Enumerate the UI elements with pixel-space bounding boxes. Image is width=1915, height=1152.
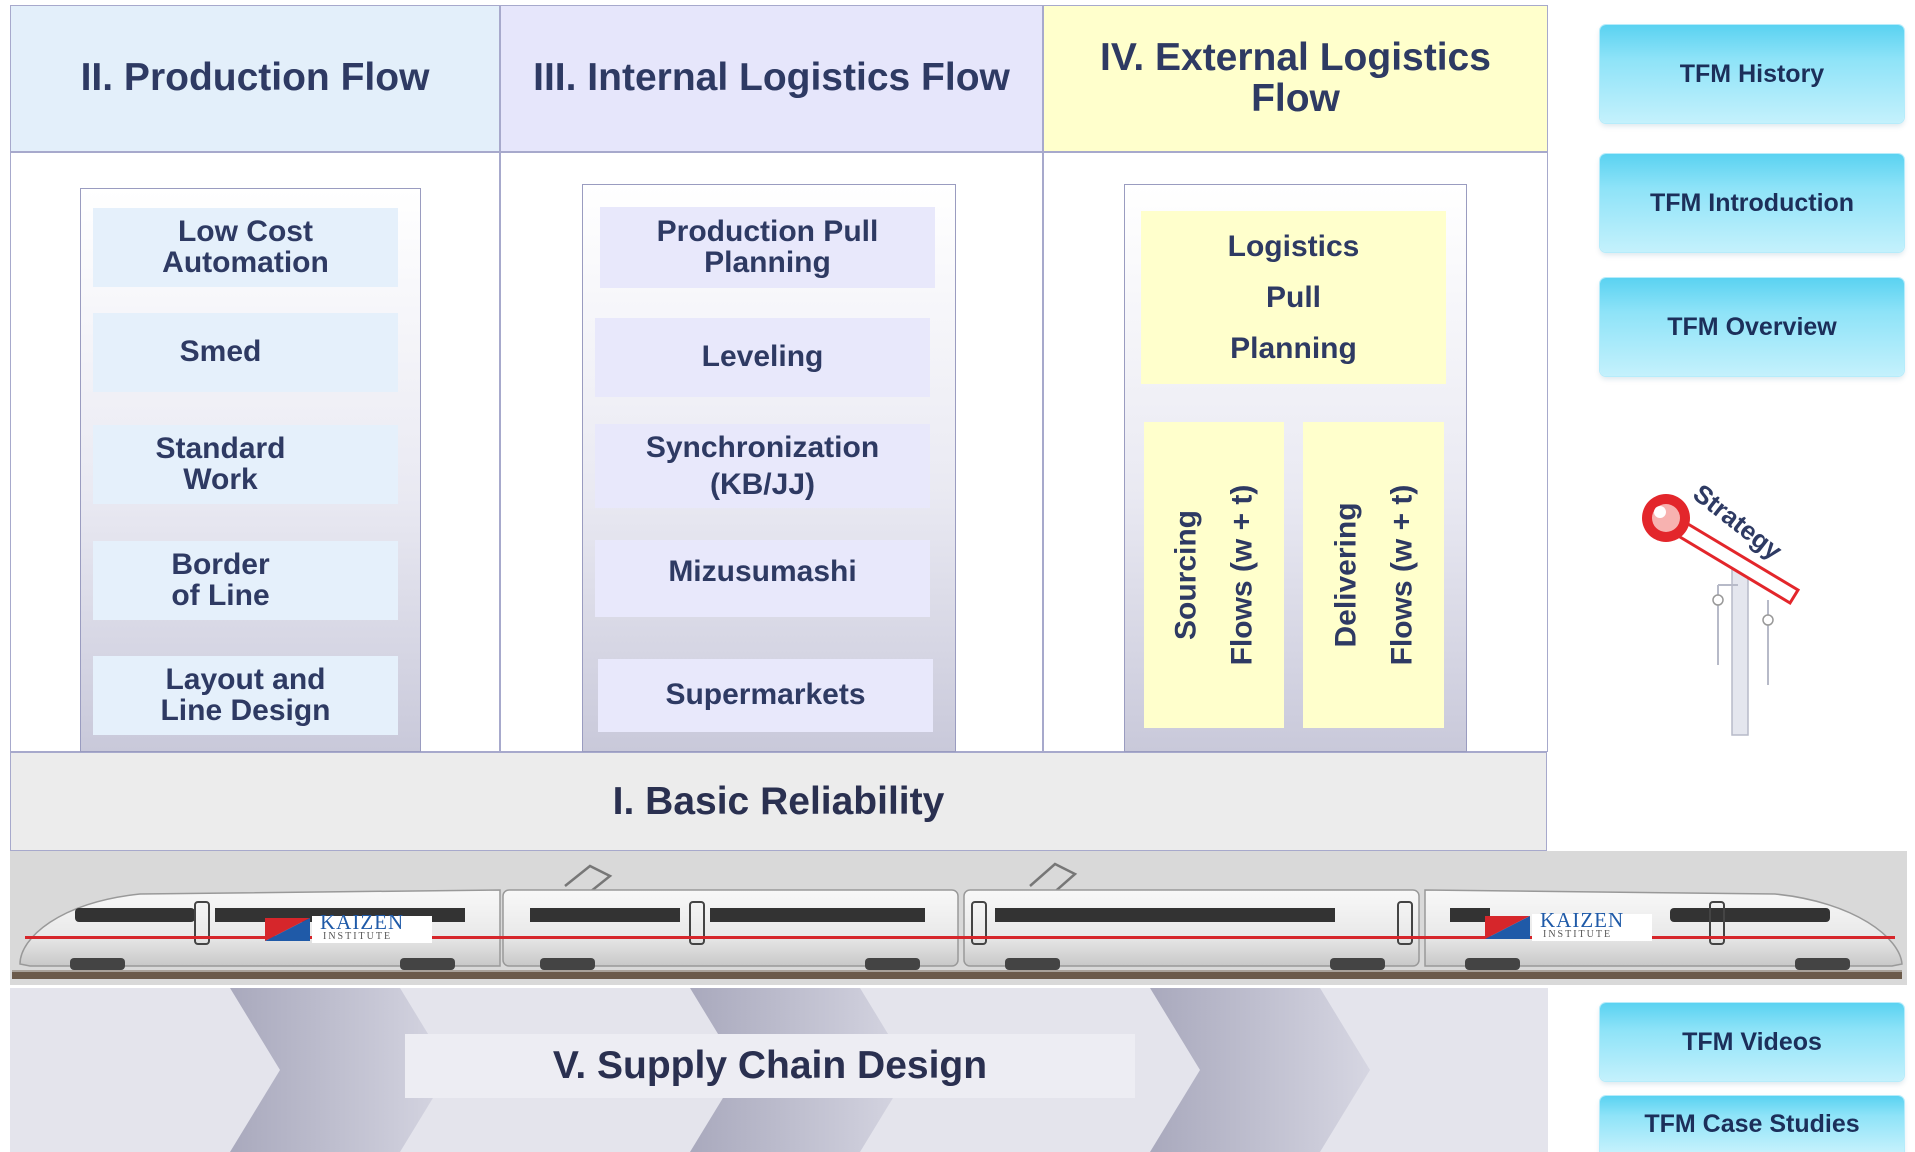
leveling-box: Leveling [595,318,930,397]
smed-box: Smed [93,313,398,392]
internal-logistics-title: III. Internal Logistics Flow [533,56,1010,100]
logistics-pull-planning-box: Logistics Pull Planning [1141,211,1446,384]
delivering-flows-box: Delivering Flows (w + t) [1303,422,1444,728]
mizusumashi-label: Mizusumashi [668,555,857,589]
train-logo-subtext-right: INSTITUTE [1543,929,1613,940]
supply-chain-design-label-box: V. Supply Chain Design [405,1034,1135,1098]
tfm-introduction-button[interactable]: TFM Introduction [1600,154,1904,252]
synchronization-label: Synchronization (KB/JJ) [645,430,880,502]
supermarkets-label: Supermarkets [665,678,866,712]
standard-work-label: Standard Work [155,431,286,496]
supply-chain-design-label: V. Supply Chain Design [552,1044,988,1087]
tfm-history-label: TFM History [1679,59,1825,88]
tfm-history-button[interactable]: TFM History [1600,25,1904,123]
external-logistics-header: IV. External Logistics Flow [1043,5,1548,152]
tfm-videos-label: TFM Videos [1682,1027,1822,1056]
leveling-label: Leveling [701,340,824,374]
production-pull-planning-label: Production Pull Planning [656,214,879,279]
external-logistics-title: IV. External Logistics Flow [1100,35,1491,120]
sourcing-flows-box: Sourcing Flows (w + t) [1144,422,1284,728]
smed-label: Smed [179,335,262,369]
train-logo-subtext: INSTITUTE [323,931,393,942]
low-cost-automation-box: Low Cost Automation [93,208,398,287]
tfm-case-studies-label: TFM Case Studies [1644,1109,1860,1138]
sourcing-flows-label: Sourcing Flows (w + t) [1169,484,1259,666]
basic-reliability-label: I. Basic Reliability [612,779,945,823]
tfm-case-studies-button[interactable]: TFM Case Studies [1600,1096,1904,1152]
layout-and-line-design-box: Layout and Line Design [93,656,398,735]
border-of-line-label: Border of Line [171,547,270,612]
internal-logistics-header: III. Internal Logistics Flow [500,5,1043,152]
production-flow-title: II. Production Flow [80,56,430,100]
tfm-introduction-label: TFM Introduction [1649,188,1855,217]
logistics-pull-planning-label: Logistics Pull Planning [1227,230,1360,365]
train-logo-text-right: KAIZEN [1540,908,1625,932]
train-logo-text: KAIZEN [320,910,405,934]
layout-and-line-design-label: Layout and Line Design [160,662,331,727]
production-flow-header: II. Production Flow [10,5,500,152]
production-pull-planning-box: Production Pull Planning [600,207,935,288]
strategy-signal-icon [1642,494,1801,736]
basic-reliability-band: I. Basic Reliability [10,752,1547,851]
low-cost-automation-label: Low Cost Automation [162,214,329,279]
mizusumashi-box: Mizusumashi [595,540,930,617]
tfm-overview-label: TFM Overview [1667,312,1837,341]
border-of-line-box: Border of Line [93,541,398,620]
supermarkets-box: Supermarkets [598,659,933,732]
delivering-flows-label: Delivering Flows (w + t) [1329,484,1418,666]
synchronization-box: Synchronization (KB/JJ) [595,424,930,508]
standard-work-box: Standard Work [93,425,398,504]
tfm-videos-button[interactable]: TFM Videos [1600,1003,1904,1081]
tfm-overview-button[interactable]: TFM Overview [1600,278,1904,376]
train-illustration [12,862,1903,979]
